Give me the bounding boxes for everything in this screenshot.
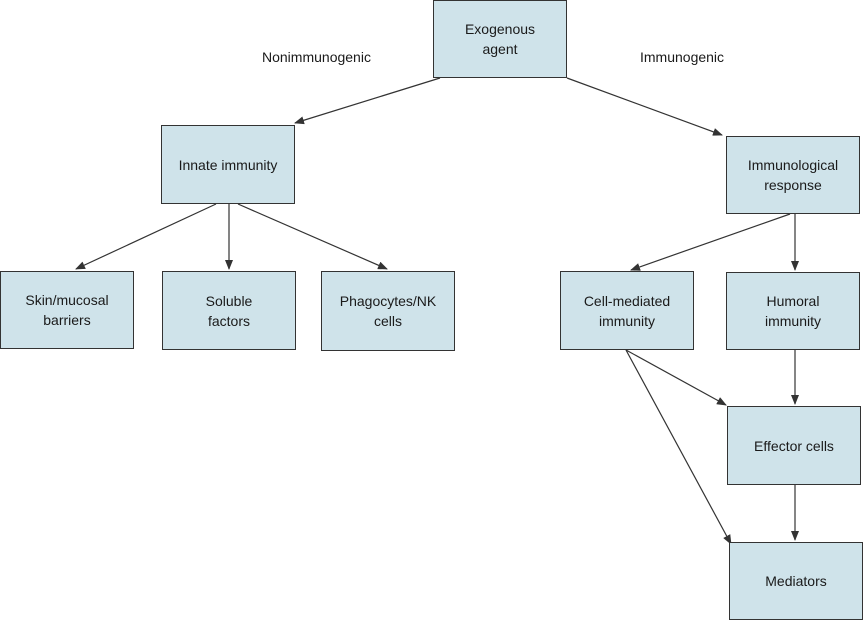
- node-skin-mucosal-barriers: Skin/mucosal barriers: [0, 271, 134, 349]
- immunogenic-label: Immunogenic: [640, 49, 725, 65]
- node-exogenous-agent-line2: agent: [482, 41, 518, 57]
- node-soluble-factors-line1: Soluble: [205, 292, 253, 309]
- node-phagocytes-nk-line2: cells: [373, 313, 402, 329]
- node-innate-immunity-line1: Innate immunity: [178, 156, 278, 173]
- node-exogenous-agent: Exogenous agent: [433, 0, 567, 78]
- arrow-exogenous-to-immunological: [566, 77, 723, 136]
- node-soluble-factors: Soluble factors: [162, 271, 296, 350]
- node-cell-mediated-line1: Cell-mediated: [583, 292, 671, 309]
- node-cell-mediated-line2: immunity: [598, 312, 655, 329]
- arrow-immunological-to-cellmediated: [630, 213, 791, 271]
- node-skin-mucosal-line1: Skin/mucosal: [25, 292, 109, 308]
- node-exogenous-agent-line1: Exogenous: [464, 21, 536, 37]
- node-immunological-response-line2: response: [764, 177, 822, 193]
- node-skin-mucosal-line2: barriers: [43, 312, 91, 328]
- node-effector-cells: Effector cells: [727, 406, 861, 485]
- arrow-innate-to-skin: [75, 203, 217, 270]
- node-innate-immunity: Innate immunity: [161, 125, 295, 204]
- nonimmunogenic-label: Nonimmunogenic: [262, 49, 371, 65]
- arrow-cellmediated-to-effector: [625, 349, 727, 406]
- node-phagocytes-nk-cells: Phagocytes/NK cells: [321, 271, 455, 351]
- arrow-cellmediated-to-mediators: [625, 349, 732, 545]
- node-mediators: Mediators: [729, 542, 863, 620]
- node-humoral-line1: Humoral: [766, 293, 820, 309]
- node-cell-mediated-immunity: Cell-mediated immunity: [560, 271, 694, 350]
- node-phagocytes-nk-line1: Phagocytes/NK: [339, 293, 437, 309]
- arrow-innate-to-phagocytes: [237, 203, 388, 270]
- node-mediators-line1: Mediators: [765, 573, 827, 589]
- node-humoral-immunity: Humoral immunity: [726, 272, 860, 350]
- node-immunological-response-line1: Immunological: [747, 157, 839, 173]
- node-effector-cells-line1: Effector cells: [754, 437, 834, 454]
- arrow-exogenous-to-innate: [294, 77, 441, 125]
- node-immunological-response: Immunological response: [726, 136, 860, 214]
- node-soluble-factors-line2: factors: [207, 312, 250, 329]
- node-humoral-line2: immunity: [764, 313, 821, 329]
